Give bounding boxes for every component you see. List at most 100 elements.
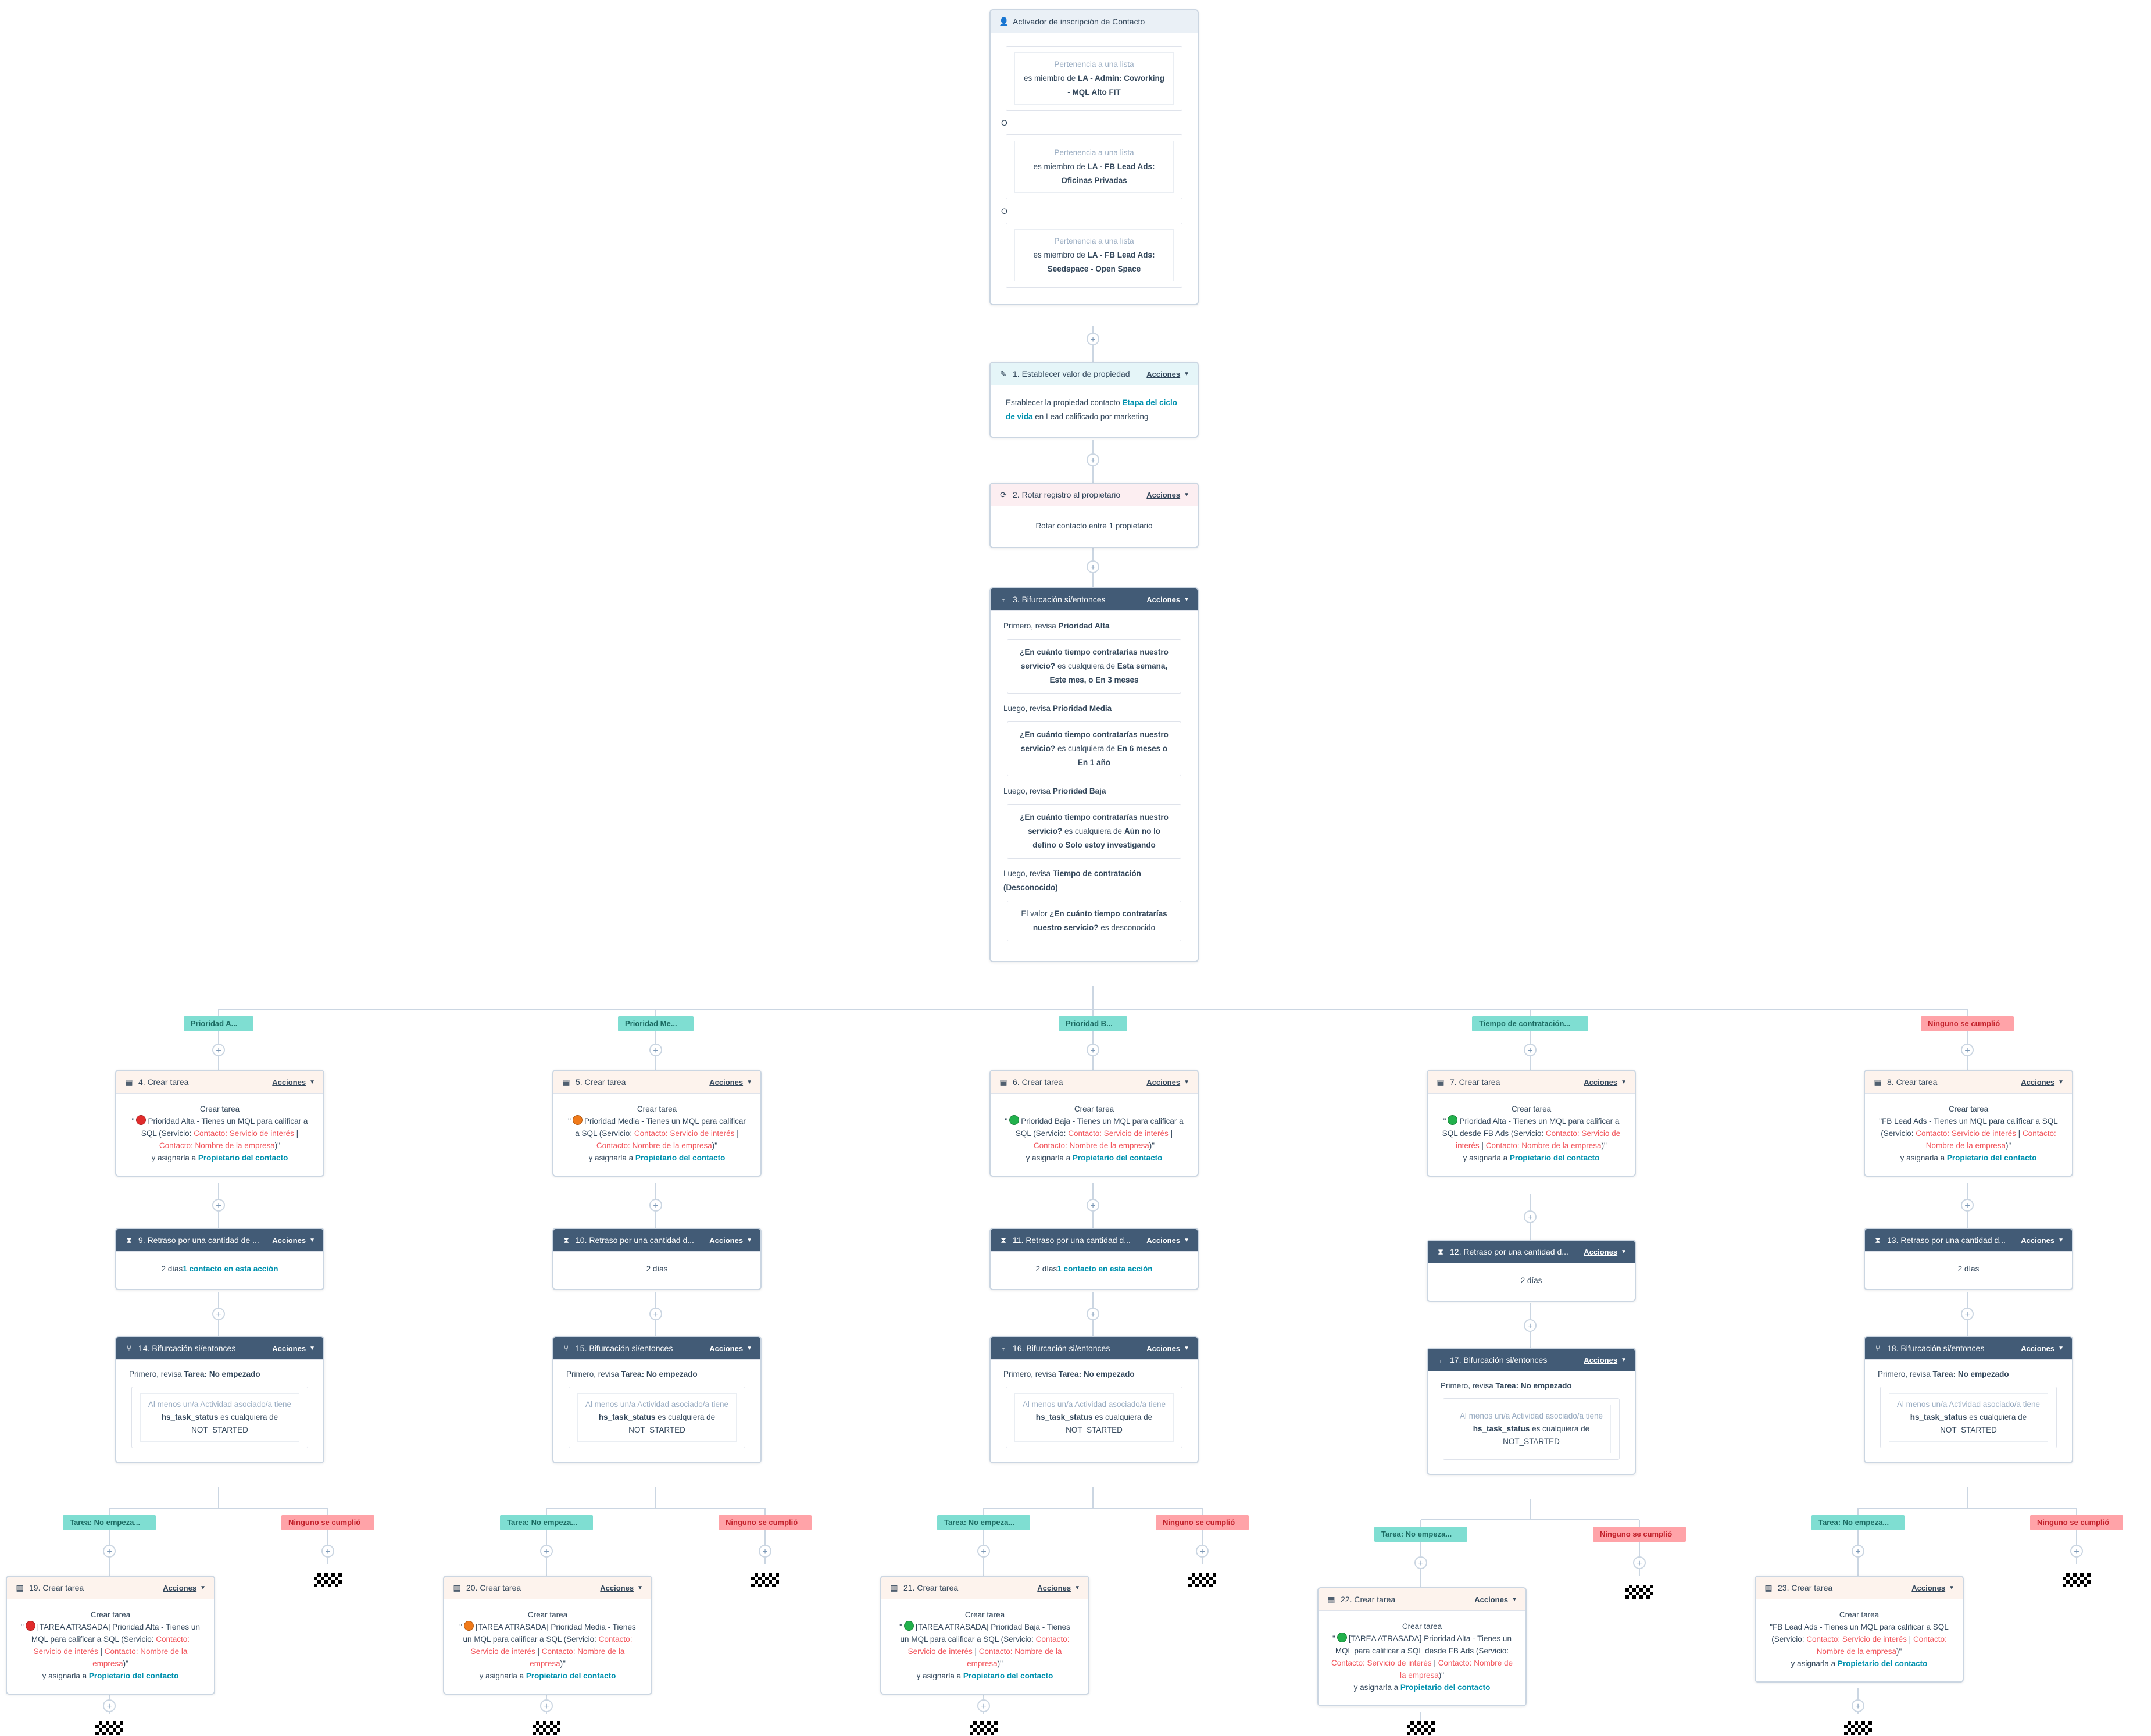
add-action-button[interactable]: + [1524, 1044, 1537, 1056]
condition-box[interactable]: Al menos un/a Actividad asociado/a tiene… [1880, 1387, 2057, 1448]
add-action-button[interactable]: + [103, 1699, 116, 1712]
add-action-button[interactable]: + [977, 1699, 990, 1712]
branch-label[interactable]: Prioridad A... [184, 1016, 253, 1031]
add-action-button[interactable]: + [1087, 1199, 1099, 1212]
actions-menu-button[interactable]: Acciones [272, 1077, 306, 1087]
actions-menu-button[interactable]: Acciones [709, 1077, 744, 1087]
add-action-button[interactable]: + [1852, 1699, 1864, 1712]
add-action-button[interactable]: + [212, 1308, 225, 1320]
add-action-button[interactable]: + [1852, 1545, 1864, 1558]
branch-label[interactable]: Tarea: No empeza... [1811, 1515, 1905, 1530]
add-action-button[interactable]: + [1961, 1199, 1974, 1212]
add-action-button[interactable]: + [1087, 1044, 1099, 1056]
add-action-button[interactable]: + [540, 1545, 553, 1558]
actions-menu-button[interactable]: Acciones [2021, 1235, 2055, 1245]
actions-menu-button[interactable]: Acciones [272, 1235, 306, 1245]
actions-menu-button[interactable]: Acciones [1146, 595, 1181, 604]
delay-card[interactable]: ⧗11. Retraso por una cantidad d...Accion… [989, 1228, 1199, 1290]
condition-box[interactable]: ¿En cuánto tiempo contratarías nuestro s… [1007, 721, 1181, 776]
actions-menu-button[interactable]: Acciones [600, 1583, 634, 1592]
card-header[interactable]: 👤Activador de inscripción de Contacto [991, 10, 1198, 33]
actions-menu-button[interactable]: Acciones [1037, 1583, 1071, 1592]
add-action-button[interactable]: + [1524, 1319, 1537, 1332]
add-action-button[interactable]: + [212, 1199, 225, 1212]
branch-label[interactable]: Tarea: No empeza... [1374, 1527, 1467, 1542]
add-action-button[interactable]: + [103, 1545, 116, 1558]
card-header[interactable]: ⧗12. Retraso por una cantidad d...Accion… [1428, 1241, 1635, 1263]
delay-card[interactable]: ⧗9. Retraso por una cantidad de ...Accio… [115, 1228, 324, 1290]
actions-menu-button[interactable]: Acciones [2021, 1077, 2055, 1087]
condition-box[interactable]: Al menos un/a Actividad asociado/a tiene… [1443, 1398, 1620, 1460]
actions-menu-button[interactable]: Acciones [1146, 1344, 1181, 1353]
delay-card[interactable]: ⧗12. Retraso por una cantidad d...Accion… [1427, 1240, 1636, 1302]
add-action-button[interactable]: + [759, 1545, 771, 1558]
branch-label[interactable]: Ninguno se cumplió [1593, 1527, 1686, 1542]
add-action-button[interactable]: + [1633, 1556, 1646, 1569]
actions-menu-button[interactable]: Acciones [1146, 1235, 1181, 1245]
add-action-button[interactable]: + [1087, 453, 1099, 466]
add-action-button[interactable]: + [212, 1044, 225, 1056]
branch-label[interactable]: Ninguno se cumplió [1156, 1515, 1249, 1530]
actions-menu-button[interactable]: Acciones [1584, 1355, 1618, 1364]
actions-menu-button[interactable]: Acciones [1146, 1077, 1181, 1087]
delay-card[interactable]: ⧗13. Retraso por una cantidad d...Accion… [1864, 1228, 2073, 1290]
branch-label[interactable]: Ninguno se cumplió [719, 1515, 812, 1530]
branch-label[interactable]: Ninguno se cumplió [2030, 1515, 2123, 1530]
actions-menu-button[interactable]: Acciones [1146, 369, 1181, 378]
branch-label[interactable]: Ninguno se cumplió [1921, 1016, 2014, 1031]
add-action-button[interactable]: + [540, 1699, 553, 1712]
add-action-button[interactable]: + [649, 1308, 662, 1320]
delay-card[interactable]: ⧗10. Retraso por una cantidad d...Accion… [552, 1228, 762, 1290]
add-action-button[interactable]: + [1087, 333, 1099, 345]
branch-label[interactable]: Tarea: No empeza... [500, 1515, 593, 1530]
actions-menu-button[interactable]: Acciones [1911, 1583, 1946, 1592]
add-action-button[interactable]: + [321, 1545, 334, 1558]
add-action-button[interactable]: + [1524, 1210, 1537, 1223]
actions-menu-button[interactable]: Acciones [1584, 1247, 1618, 1256]
branch-label[interactable]: Prioridad B... [1059, 1016, 1127, 1031]
add-action-button[interactable]: + [977, 1545, 990, 1558]
actions-menu-button[interactable]: Acciones [272, 1344, 306, 1353]
card-header[interactable]: ⧗10. Retraso por una cantidad d...Accion… [553, 1229, 760, 1252]
actions-menu-button[interactable]: Acciones [709, 1235, 744, 1245]
branch-label[interactable]: Tarea: No empeza... [937, 1515, 1030, 1530]
card-header[interactable]: ⧗11. Retraso por una cantidad d...Accion… [991, 1229, 1198, 1252]
branch-label[interactable]: Tiempo de contratación... [1472, 1016, 1588, 1031]
card-header[interactable]: ⧗9. Retraso por una cantidad de ...Accio… [116, 1229, 323, 1252]
add-action-button[interactable]: + [2070, 1545, 2083, 1558]
branch-label[interactable]: Ninguno se cumplió [281, 1515, 374, 1530]
condition-box[interactable]: ¿En cuánto tiempo contratarías nuestro s… [1007, 804, 1181, 859]
actions-menu-button[interactable]: Acciones [1146, 490, 1181, 499]
